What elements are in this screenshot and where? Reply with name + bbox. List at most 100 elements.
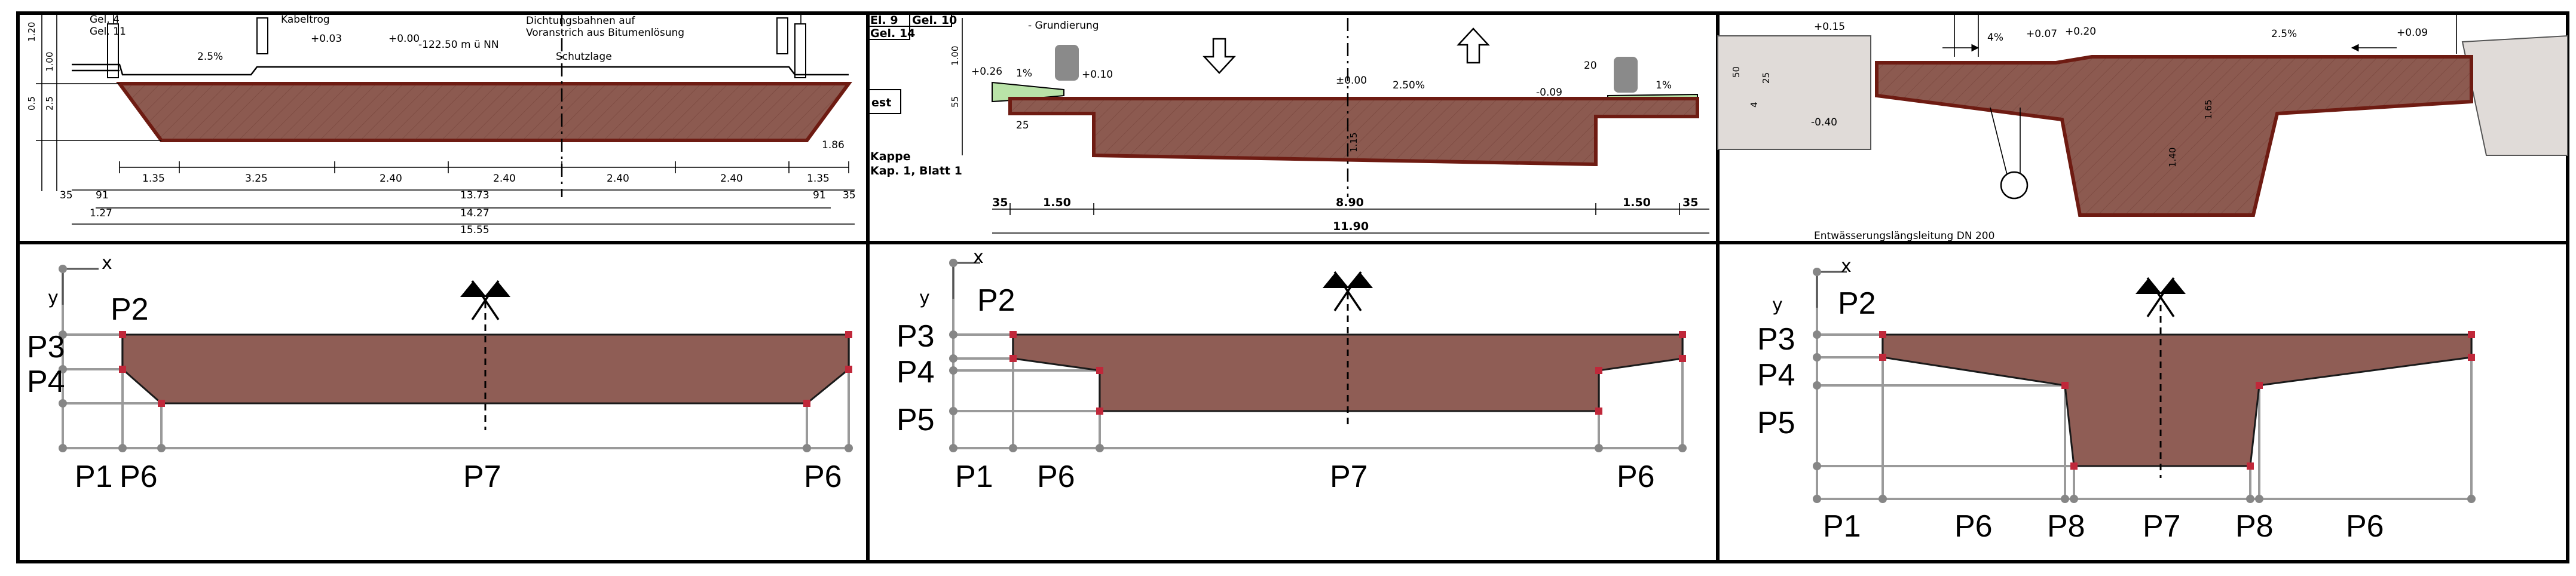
d2-label-kappe: Kappe	[870, 150, 911, 163]
d1-label-003: +0.03	[311, 33, 342, 45]
d1-label-gel11: Gel. 11	[90, 26, 126, 38]
schematic-3-y-label: y	[1772, 295, 1783, 315]
d2-label-1pct-l: 1%	[1016, 68, 1032, 79]
schematic-2-label-b1: P1	[955, 459, 993, 494]
d1-dim-2: 2.40	[380, 173, 402, 185]
d2-dim-3: 1.50	[1623, 196, 1651, 209]
schematic-1-label-b3: P7	[463, 459, 501, 494]
d1-dim-13: 14.27	[460, 207, 489, 219]
schematic-2-label-b4: P6	[1617, 459, 1655, 494]
d2-label-grundierung: - Grundierung	[1028, 20, 1099, 32]
d3-label-drain: Entwässerungslängsleitung DN 200	[1814, 230, 1994, 242]
d2-label-slope: 2.50%	[1393, 79, 1425, 91]
d1-dim-6: 1.35	[807, 173, 830, 185]
d2-dim-0: 35	[992, 196, 1008, 209]
d1-label-000: +0.00	[388, 33, 420, 45]
d1-label-slope: 2.5%	[197, 51, 223, 63]
d1-dim-12: 1.27	[90, 207, 112, 219]
schematic-3-label-p3: P3	[1757, 322, 1795, 357]
d1-dim-8: 91	[96, 189, 109, 201]
d3-label-009: +0.09	[2397, 27, 2428, 39]
drain-pipe-icon	[1990, 107, 2029, 200]
d1-label-dichtung: Dichtungsbahnen auf	[526, 15, 635, 27]
schematic-2-label-p5: P5	[897, 403, 935, 437]
d2-label-20: 20	[1584, 60, 1597, 72]
arrow-down-icon	[1203, 38, 1236, 74]
schematic-tbeam: x y P2 P3 P4 P5 P1 P6 P8 P7 P8 P6	[1757, 256, 2476, 544]
d3-label-4pct: 4%	[1987, 32, 2003, 44]
d1-dim-7: 35	[60, 189, 73, 201]
d3-label-020: +0.20	[2065, 26, 2096, 38]
d2-label-115: 1.15	[1348, 133, 1359, 152]
d1-label-kabeltrog: Kabeltrog	[281, 14, 330, 26]
d3-label-25pct: 2.5%	[2271, 28, 2297, 40]
schematic-3-label-b4: P7	[2143, 509, 2181, 544]
d2-label-gel14: Gel. 14	[870, 27, 915, 40]
d2-label-kap1: Kap. 1, Blatt 1	[870, 164, 962, 177]
d1-dim-1: 3.25	[245, 173, 268, 185]
d1-label-186: 1.86	[822, 139, 845, 151]
schematic-stepped: x y P2 P3 P4 P5 P1 P6 P7 P6	[897, 247, 1687, 494]
d1-label-schutzlage: Schutzlage	[556, 51, 612, 63]
d3-label-015: +0.15	[1814, 21, 1845, 33]
schematic-1-label-b1: P1	[75, 459, 113, 494]
drawing-stepped-section: El. 9 Gel. 10 Gel. 14 - Grundierung 1.00…	[867, 13, 1709, 234]
schematic-3-label-p4: P4	[1757, 358, 1795, 393]
schematic-1-y-label: y	[48, 287, 59, 308]
d1-dim-10: 91	[813, 189, 826, 201]
d1-label-gel4: Gel. 4	[90, 14, 120, 26]
symmetry-axis-icon	[1323, 271, 1373, 311]
d3-label-25: 25	[1761, 72, 1772, 84]
abutment-right	[2461, 35, 2568, 156]
schematic-2-label-p4: P4	[897, 355, 935, 390]
schematic-slab: x y P2 P3 P4 P1 P6 P7 P6	[27, 253, 853, 494]
d1-label-nn: -122.50 m ü NN	[418, 39, 499, 51]
schematic-2-x-label: x	[973, 247, 984, 268]
schematic-3-label-b1: P1	[1823, 509, 1861, 544]
d3-label-007: +0.07	[2026, 28, 2057, 40]
schematic-1-label-p3: P3	[27, 330, 65, 364]
d2-label-100: 1.00	[950, 46, 960, 66]
coordinate-axes-icon	[1816, 271, 1847, 308]
d3-label-140: 1.40	[2167, 148, 2178, 167]
d2-label-026: +0.26	[971, 66, 1002, 78]
d3-label-165: 1.65	[2203, 100, 2214, 120]
schematic-3-x-label: x	[1841, 256, 1852, 277]
d2-label-est: est	[871, 96, 891, 109]
symmetry-axis-icon	[2136, 277, 2186, 317]
d1-dim-5: 2.40	[720, 173, 743, 185]
symmetry-axis-icon	[460, 280, 510, 320]
schematic-2-y-label: y	[919, 287, 930, 308]
d2-label-000: ±0.00	[1336, 75, 1367, 87]
schematic-1-label-p2: P2	[111, 292, 149, 327]
schematic-3-label-b2: P6	[1954, 509, 1993, 544]
d3-label-50: 50	[1731, 66, 1742, 78]
abutment-left	[1717, 35, 1871, 150]
schematic-3-label-b6: P6	[2346, 509, 2384, 544]
d2-label-55: 55	[950, 96, 960, 108]
d1-dim-14: 15.55	[460, 224, 489, 236]
schematic-1-label-p4: P4	[27, 364, 65, 399]
d1-dim-4: 2.40	[607, 173, 629, 185]
coordinate-axes-icon	[62, 268, 99, 305]
schematic-1-label-b4: P6	[804, 459, 842, 494]
d1-label-100: 1.00	[44, 52, 55, 72]
d2-dim-4: 35	[1682, 196, 1698, 209]
d2-label-009: -0.09	[1536, 87, 1562, 99]
d2-label-gel10: Gel. 10	[912, 14, 957, 27]
d2-dim-1: 1.50	[1043, 196, 1071, 209]
schematic-2-label-b2: P6	[1037, 459, 1075, 494]
schematic-1-x-label: x	[102, 253, 112, 274]
d2-label-el9: El. 9	[870, 14, 898, 27]
schematic-2-label-p3: P3	[897, 319, 935, 354]
drawing-slab-section: 1.20 1.00 0.5 2.5 1.86 Gel. 4 Gel. 11 Ka…	[26, 13, 856, 236]
d2-dim-5: 11.90	[1333, 220, 1369, 233]
d2-label-010: +0.10	[1082, 69, 1113, 81]
d3-label-4: 4	[1749, 102, 1760, 108]
d2-label-25: 25	[1016, 120, 1029, 131]
d1-dim-11: 35	[843, 189, 856, 201]
d1-label-120: 1.20	[26, 22, 37, 42]
d1-dim-9: 13.73	[460, 189, 489, 201]
d2-label-1pct-r: 1%	[1656, 79, 1672, 91]
